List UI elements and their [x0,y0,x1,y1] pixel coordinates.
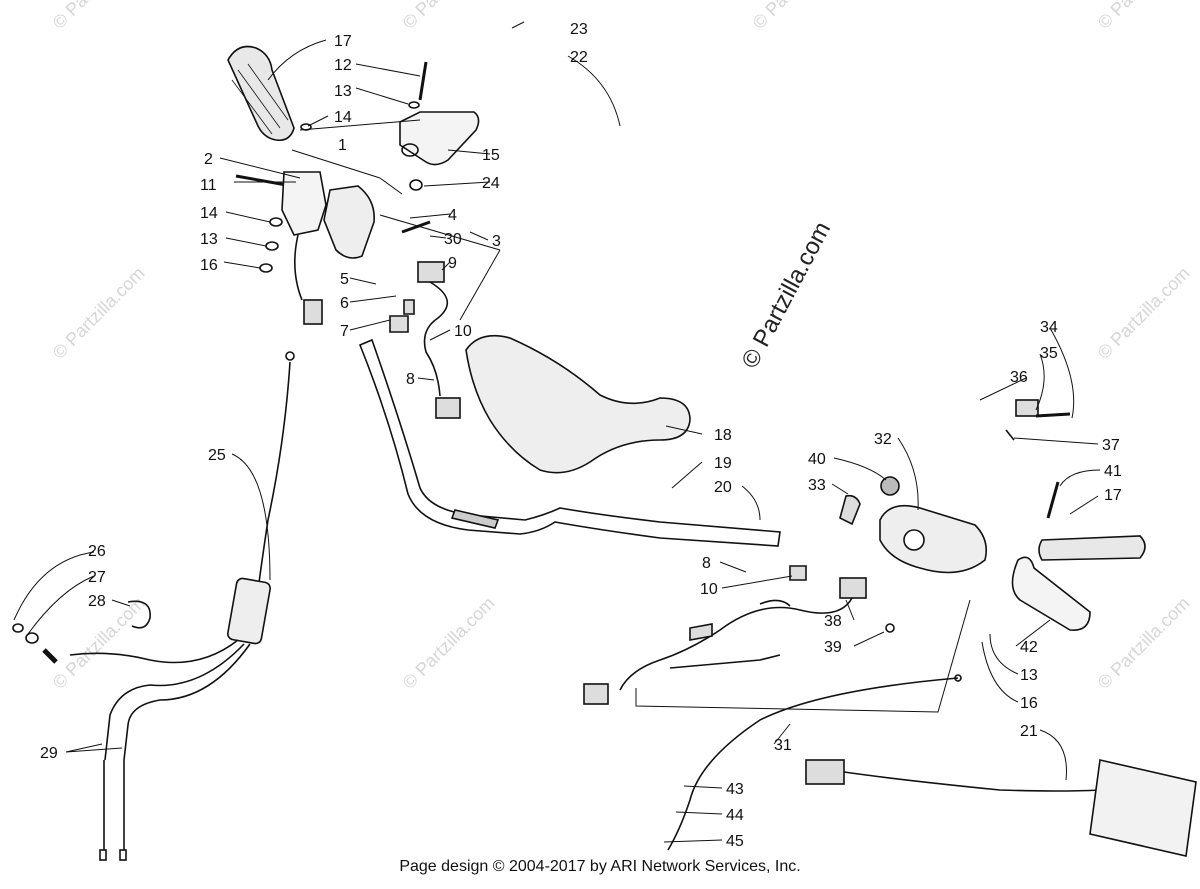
callout-43: 43 [726,781,744,798]
handlebar [358,338,781,547]
callout-14: 14 [200,205,218,222]
callout-35: 35 [1040,345,1058,362]
brake-lever-right [1011,481,1091,631]
callout-27: 27 [88,569,106,586]
callout-11: 11 [200,177,217,194]
callout-15: 15 [482,147,500,164]
handlebar-pad [465,334,691,474]
heater-element [805,759,1197,857]
brake-cable-left [12,351,295,861]
callout-39: 39 [824,639,842,656]
callout-36: 36 [1010,369,1028,386]
watermark-text: © Partzilla.com [1094,0,1194,33]
callout-26: 26 [88,543,106,560]
callout-42: 42 [1020,639,1038,656]
callout-25: 25 [208,447,226,464]
callout-8: 8 [406,371,415,388]
throttle-cable-right [667,674,962,851]
watermark-text: © Partzilla.com [749,0,849,33]
callout-9: 9 [448,255,457,272]
callout-30: 30 [444,231,462,248]
watermark-text: © Partzilla.com [1094,263,1194,363]
callout-8: 8 [702,555,711,572]
callout-3: 3 [492,233,501,250]
callout-19: 19 [714,455,732,472]
right-grip [1038,535,1146,561]
callout-17: 17 [334,33,352,50]
callout-20: 20 [714,479,732,496]
callout-23: 23 [570,21,588,38]
callout-7: 7 [340,323,349,340]
callout-16: 16 [200,257,218,274]
callout-44: 44 [726,807,744,824]
callout-21: 21 [1020,723,1038,740]
callout-33: 33 [808,477,826,494]
right-switch-housing [839,399,1071,574]
callout-45: 45 [726,833,744,850]
left-switch-housing [281,171,431,325]
callout-6: 6 [340,295,349,312]
callout-10: 10 [454,323,472,340]
callout-2: 2 [204,151,213,168]
callout-24: 24 [482,175,500,192]
callout-10: 10 [700,581,718,598]
footer-copyright: Page design © 2004-2017 by ARI Network S… [399,858,801,875]
callout-40: 40 [808,451,826,468]
callout-37: 37 [1102,437,1120,454]
callout-34: 34 [1040,319,1058,336]
callout-14: 14 [334,109,352,126]
callout-12: 12 [334,57,352,74]
watermark-text: © Partzilla.com [1094,593,1194,693]
throttle-lever [399,111,480,166]
watermark-text: © Partzilla.com [399,593,499,693]
callout-numbers: 17 12 13 14 1 2 11 14 13 16 15 24 4 30 3… [40,21,1122,850]
wire-harness-left [389,261,461,419]
callout-13: 13 [334,83,352,100]
watermark-text: © Partzilla.com [49,0,149,33]
leader-lines [13,21,1101,843]
callout-41: 41 [1104,463,1122,480]
left-grip [227,45,295,142]
callout-4: 4 [448,207,457,224]
callout-13: 13 [1020,667,1038,684]
callout-16: 16 [1020,695,1038,712]
callout-32: 32 [874,431,892,448]
callout-13: 13 [200,231,218,248]
watermark-center: © Partzilla.com [736,217,836,372]
callout-38: 38 [824,613,842,630]
watermark-text: © Partzilla.com [399,0,499,33]
callout-1: 1 [338,137,347,154]
part-drawings [12,45,1197,861]
callout-31: 31 [774,737,792,754]
callout-29: 29 [40,745,58,762]
wire-harness-right [583,565,895,705]
watermark-text: © Partzilla.com [49,263,149,363]
callout-28: 28 [88,593,106,610]
callout-5: 5 [340,271,349,288]
callout-17: 17 [1104,487,1122,504]
callout-18: 18 [714,427,732,444]
callout-22: 22 [570,49,588,66]
